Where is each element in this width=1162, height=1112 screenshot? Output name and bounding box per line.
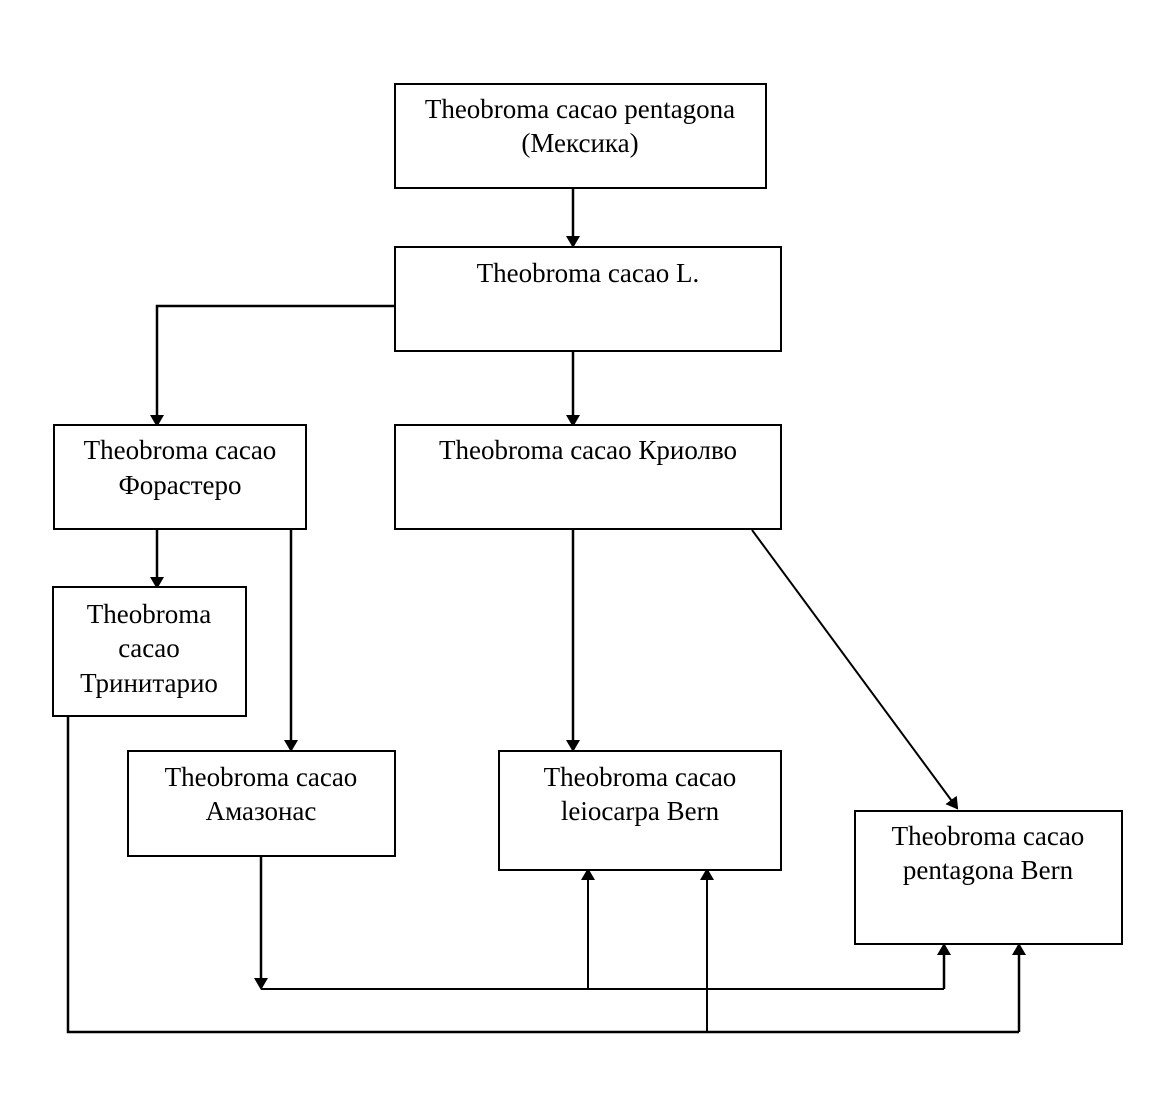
edge-criollo-to-pentagona-bern	[751, 529, 959, 810]
node-amazonas-line2: Амазонас	[206, 796, 317, 826]
node-forastero-line1: Theobroma cacao	[84, 435, 277, 465]
node-pentagona-mexico-line1: Theobroma cacao pentagona	[425, 94, 735, 124]
node-criollo: Theobroma cacao Криолво	[394, 424, 782, 530]
node-pentagona-mexico: Theobroma cacao pentagona (Мексика)	[394, 83, 767, 189]
node-leiocarpa-line2: leiocarpa Bern	[561, 796, 720, 826]
node-cacao-l: Theobroma cacao L.	[394, 246, 782, 352]
node-pentagona-mexico-line2: (Мексика)	[521, 128, 638, 158]
node-pentagona-bern-line1: Theobroma cacao	[892, 821, 1085, 851]
node-amazonas-line1: Theobroma cacao	[165, 762, 358, 792]
node-cacao-l-line1: Theobroma cacao L.	[477, 258, 700, 288]
node-pentagona-bern-line2: pentagona Bern	[903, 855, 1074, 885]
node-leiocarpa: Theobroma cacao leiocarpa Bern	[498, 750, 782, 871]
node-trinitario: Theobroma cacao Тринитарио	[52, 586, 247, 717]
edges	[66, 188, 1026, 1034]
node-criollo-line1: Theobroma cacao Криолво	[439, 435, 737, 465]
node-pentagona-bern: Theobroma cacao pentagona Bern	[854, 810, 1123, 945]
node-forastero: Theobroma cacao Форастеро	[53, 424, 307, 530]
node-amazonas: Theobroma cacao Амазонас	[127, 750, 396, 857]
node-trinitario-line2: cacao	[118, 633, 179, 663]
edge-trinitario-bus	[66, 716, 1019, 1034]
node-forastero-line2: Форастеро	[118, 470, 241, 500]
node-trinitario-line3: Тринитарио	[80, 668, 218, 698]
node-leiocarpa-line1: Theobroma cacao	[544, 762, 737, 792]
node-trinitario-line1: Theobroma	[87, 599, 211, 629]
edge-cacao-l-to-forastero	[150, 304, 395, 427]
